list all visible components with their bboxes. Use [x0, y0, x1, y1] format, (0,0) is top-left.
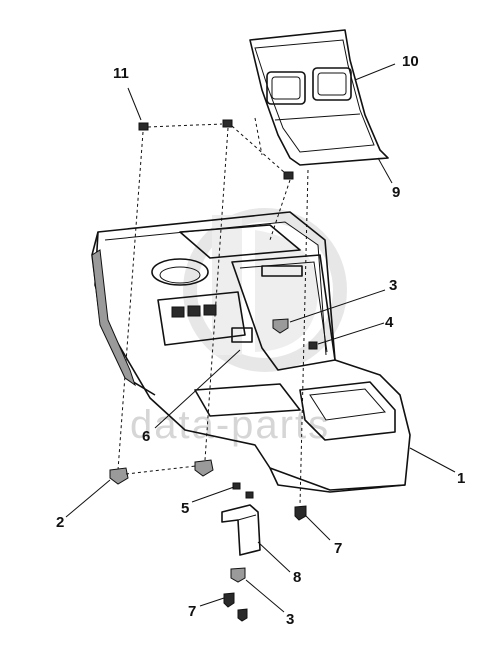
callout-7-right: 7 — [334, 540, 342, 557]
callout-11: 11 — [113, 65, 129, 82]
callout-9: 9 — [392, 184, 400, 201]
part-1-console-body — [91, 211, 411, 493]
callout-7-lower: 7 — [188, 603, 196, 620]
callout-labels: 11 10 9 3 4 1 6 2 5 7 8 7 3 — [56, 53, 465, 628]
callout-2: 2 — [56, 514, 64, 531]
callout-1: 1 — [457, 470, 465, 487]
leader-lines — [65, 63, 456, 613]
callout-5: 5 — [181, 500, 189, 517]
callout-10: 8 — [293, 569, 301, 586]
part-8-cover-panel — [249, 29, 389, 166]
callout-4: 4 — [385, 314, 394, 331]
callout-6: 6 — [142, 428, 150, 445]
callout-3-upper: 3 — [389, 277, 397, 294]
fasteners — [109, 318, 318, 622]
callout-8: 10 — [402, 53, 419, 70]
callout-3-lower: 3 — [286, 611, 294, 628]
